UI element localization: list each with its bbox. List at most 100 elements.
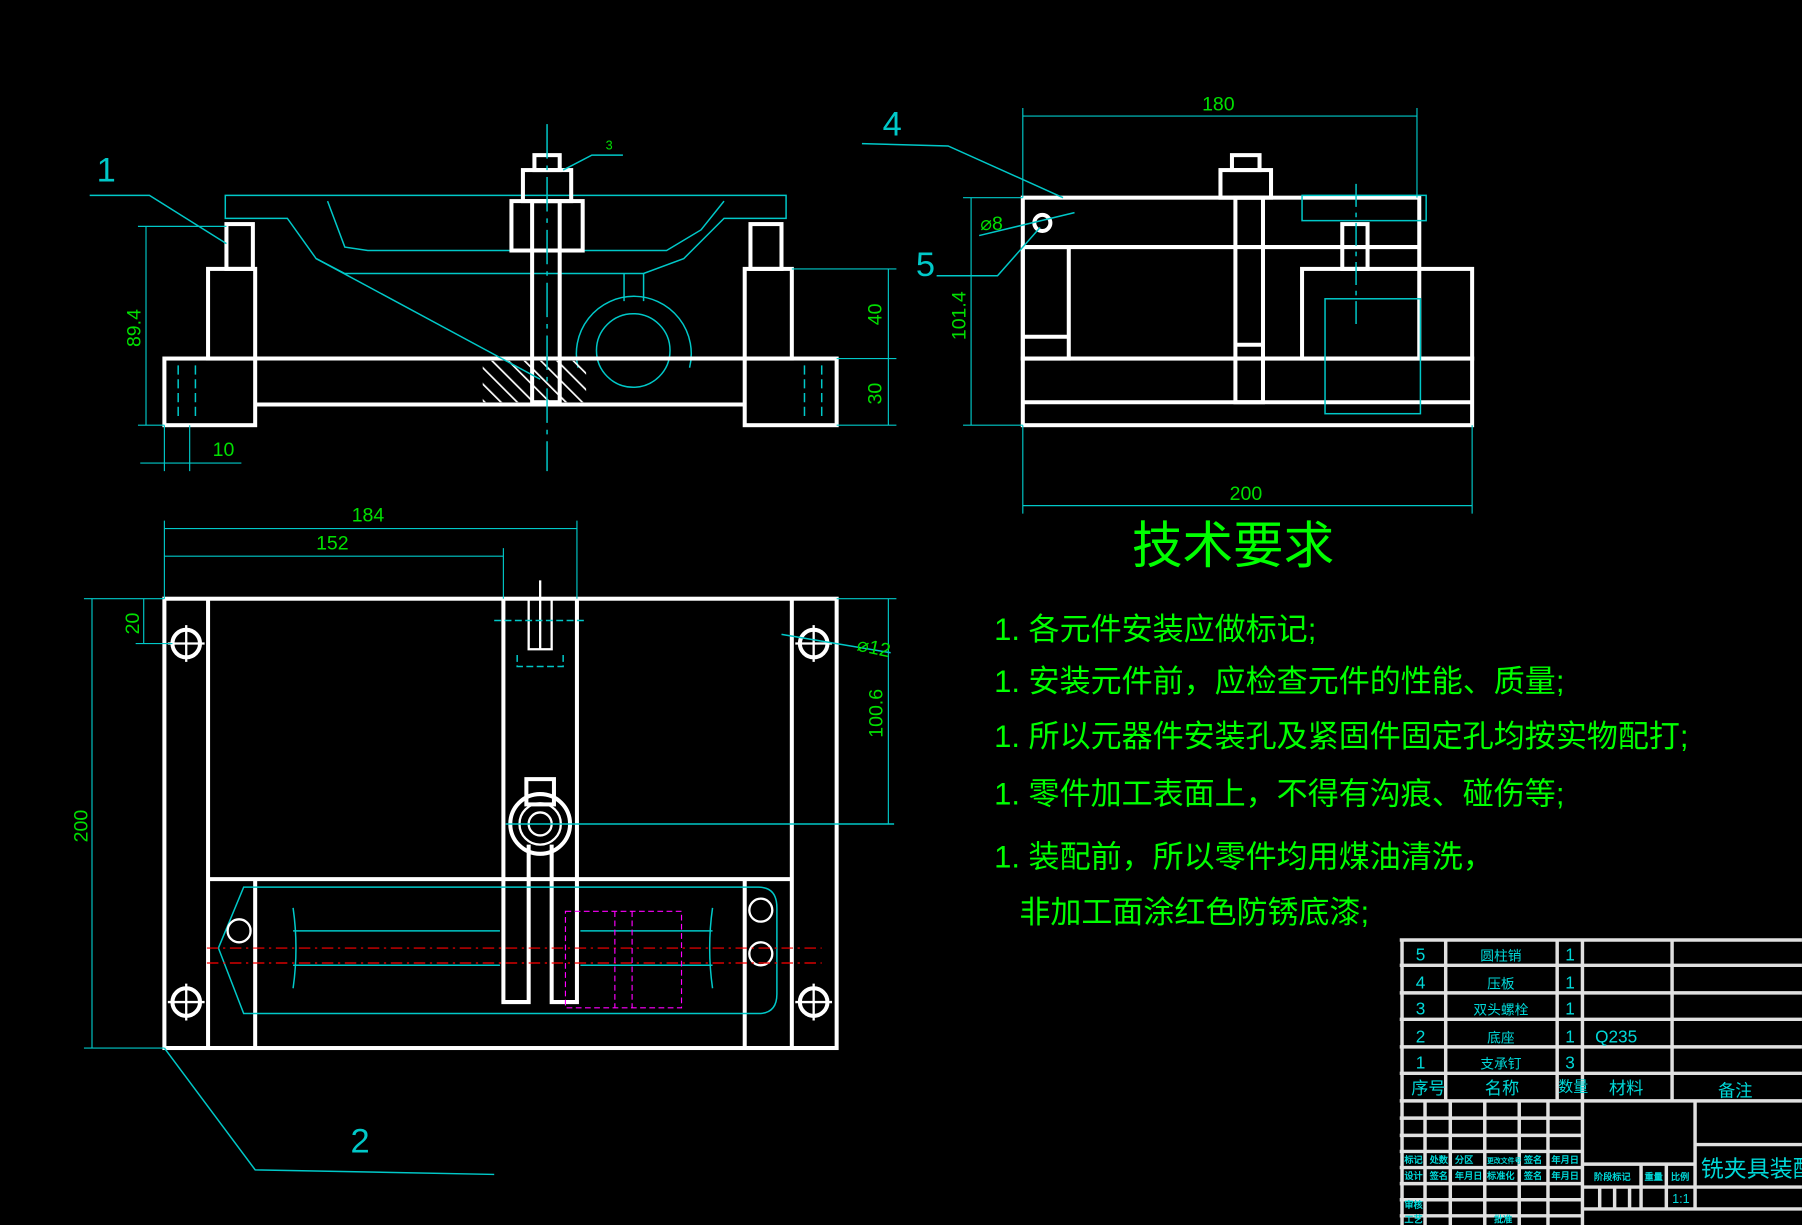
parts-cell-name: 双头螺栓 bbox=[1473, 1003, 1528, 1018]
side-stud bbox=[1233, 195, 1265, 405]
dim-40-30 bbox=[791, 268, 897, 426]
tech-item: 非加工面涂红色防锈底漆; bbox=[1019, 895, 1369, 930]
clamp-plate-outline bbox=[224, 194, 787, 275]
parts-cell-qty: 1 bbox=[1565, 1026, 1575, 1046]
clamp-boss bbox=[575, 295, 692, 368]
sign-labels-item: 标准化 bbox=[1486, 1170, 1515, 1181]
top-center-slot bbox=[501, 598, 579, 1005]
header-qty: 数量 bbox=[1558, 1079, 1588, 1096]
side-washer bbox=[1229, 153, 1262, 173]
dim-184 bbox=[163, 520, 578, 599]
scale-value: 1:1 bbox=[1672, 1192, 1690, 1206]
side-base bbox=[1020, 356, 1475, 428]
support-pin-head-right bbox=[748, 222, 784, 271]
side-view: 180 200 101.4 ⌀8 4 5 bbox=[861, 93, 1475, 514]
dim-100-6-text: 100.6 bbox=[866, 689, 888, 738]
sign-labels-item: 签名 bbox=[1523, 1170, 1542, 1181]
dim-89-4 bbox=[137, 225, 227, 426]
sign-labels-item: 年月日 bbox=[1455, 1170, 1483, 1181]
dim-152 bbox=[164, 548, 504, 599]
revision-labels-item: 标记 bbox=[1403, 1154, 1423, 1165]
sign-labels-item: 设计 bbox=[1404, 1170, 1422, 1181]
parts-cell-no: 2 bbox=[1416, 1026, 1426, 1046]
leader-4 bbox=[861, 142, 1064, 199]
stage-mark-label: 阶段标记 bbox=[1594, 1171, 1632, 1182]
revision-labels-item: 更改文件号 bbox=[1487, 1156, 1522, 1165]
dim-40-text: 40 bbox=[864, 303, 886, 325]
top-view: 184 152 20 200 100.6 ⌀12 2 bbox=[70, 505, 897, 1176]
header-note: 备注 bbox=[1718, 1080, 1752, 1100]
tech-item: 1. 零件加工表面上，不得有沟痕、碰伤等; bbox=[994, 776, 1564, 811]
tech-item: 1. 各元件安装应做标记; bbox=[994, 612, 1316, 647]
process-label: 工艺 bbox=[1404, 1214, 1422, 1225]
side-hidden-block bbox=[1324, 298, 1422, 415]
dim-pin-leader bbox=[978, 211, 1075, 237]
technical-requirements: 技术要求 1. 各元件安装应做标记; 1. 安装元件前，应检查元件的性能、质量;… bbox=[994, 517, 1688, 930]
top-stud-top bbox=[527, 580, 553, 651]
side-pin-head bbox=[1340, 222, 1370, 271]
tech-item: 1. 所以元器件安装孔及紧固件固定孔均按实物配打; bbox=[994, 719, 1688, 754]
revision-labels-item: 年月日 bbox=[1551, 1154, 1579, 1165]
top-slot-head bbox=[524, 777, 556, 807]
support-pin-right bbox=[742, 266, 794, 361]
parts-cell-material: Q235 bbox=[1595, 1026, 1637, 1046]
tech-item: 1. 装配前，所以零件均用煤油清洗， bbox=[994, 840, 1494, 875]
side-plate-outline bbox=[1301, 194, 1427, 222]
dim-hole-leader bbox=[781, 633, 891, 654]
phantom-block bbox=[564, 910, 683, 1009]
parts-cell-no: 4 bbox=[1416, 972, 1426, 992]
parts-cell-qty: 3 bbox=[1565, 1053, 1575, 1073]
dim-200-side-text: 200 bbox=[1230, 483, 1263, 505]
clamp-plate-top bbox=[217, 886, 778, 1015]
support-pin-left bbox=[206, 266, 258, 361]
leader-3-label: 3 bbox=[606, 138, 613, 152]
dim-200-side bbox=[1022, 425, 1473, 514]
parts-cell-no: 5 bbox=[1416, 945, 1426, 965]
side-main-block bbox=[1020, 195, 1422, 361]
title-block-grid bbox=[1399, 938, 1802, 1225]
parts-cell-name: 支承钉 bbox=[1480, 1057, 1522, 1072]
tech-title: 技术要求 bbox=[1132, 517, 1334, 574]
header-no: 序号 bbox=[1411, 1078, 1445, 1098]
support-pin-head-left bbox=[224, 222, 255, 271]
parts-cell-no: 1 bbox=[1416, 1053, 1426, 1073]
parts-cell-name: 压板 bbox=[1487, 976, 1515, 991]
dim-100-6 bbox=[836, 598, 897, 824]
parts-cell-name: 底座 bbox=[1487, 1030, 1515, 1045]
dim-30-text: 30 bbox=[864, 383, 886, 405]
dim-89-4-text: 89.4 bbox=[123, 309, 145, 347]
revision-labels-item: 处数 bbox=[1429, 1154, 1449, 1165]
parts-cell-no: 3 bbox=[1416, 999, 1426, 1019]
side-left-post bbox=[1020, 245, 1071, 361]
parts-cell-qty: 1 bbox=[1565, 972, 1575, 992]
clamp-slot-top bbox=[292, 907, 714, 989]
leader-1 bbox=[89, 194, 227, 245]
leader-2 bbox=[163, 1047, 495, 1176]
leader-2-label: 2 bbox=[351, 1123, 370, 1161]
header-material: 材料 bbox=[1609, 1078, 1643, 1098]
top-plate-hidden bbox=[494, 619, 587, 668]
dim-200-top bbox=[83, 598, 165, 1049]
sign-labels-item: 年月日 bbox=[1551, 1170, 1579, 1181]
leader-5-label: 5 bbox=[916, 246, 935, 284]
dim-10 bbox=[140, 425, 242, 472]
cylindrical-pin bbox=[1032, 212, 1053, 233]
leader-1-label: 1 bbox=[97, 152, 116, 190]
leader-4-label: 4 bbox=[883, 106, 902, 144]
parts-cell-qty: 1 bbox=[1565, 945, 1575, 965]
revision-labels-item: 签名 bbox=[1523, 1154, 1542, 1165]
support-pin-top bbox=[226, 918, 252, 944]
approve-label: 批准 bbox=[1494, 1214, 1512, 1225]
dim-101-4-text: 101.4 bbox=[948, 291, 970, 340]
base-beam bbox=[255, 356, 745, 407]
section-line bbox=[315, 257, 541, 380]
support-pin-top bbox=[748, 941, 774, 967]
clamp-hole bbox=[595, 312, 671, 389]
dim-pin-text: ⌀8 bbox=[980, 213, 1003, 235]
dim-20 bbox=[135, 598, 173, 645]
dim-200-top-text: 200 bbox=[70, 810, 92, 843]
dim-hole-text: ⌀12 bbox=[855, 634, 892, 662]
section-hatch bbox=[482, 360, 587, 403]
